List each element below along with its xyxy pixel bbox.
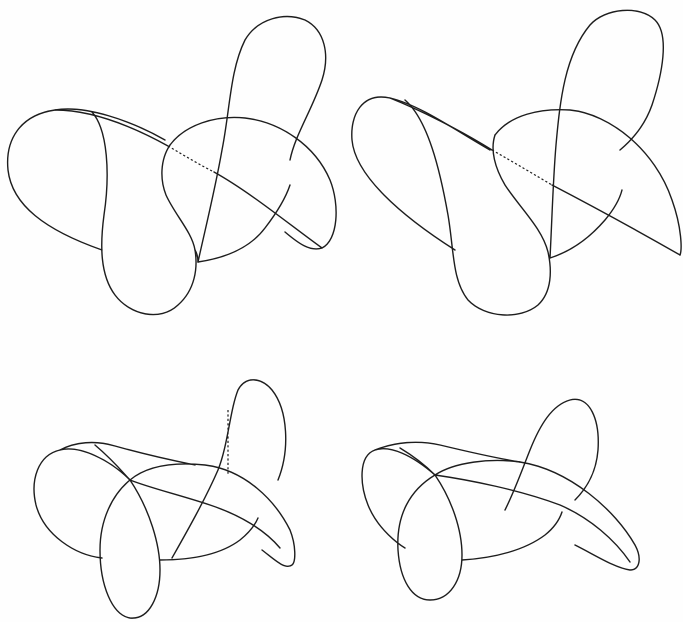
knot-top-right-right-lobe [495,110,681,255]
knot-top-left-hidden-strand [168,146,214,172]
knot-bottom-left-upper-loop [172,380,286,558]
knot-bottom-right-lower-lobe [398,475,462,600]
knot-bottom-left [34,380,295,618]
knot-bottom-right [362,399,639,600]
knot-bottom-left-right-lobe [130,464,295,566]
knot-bottom-left-lower-lobe [100,480,160,618]
knot-bottom-right-middle-arc [462,512,562,560]
knot-top-right-hidden-strand [492,150,552,185]
knot-top-right-upper-loop [550,10,663,258]
knot-top-left [8,17,336,315]
knot-top-right-diagonal-b [552,185,680,255]
knot-bottom-right-upper-loop [505,399,598,510]
knot-top-left-diagonal-a [55,110,168,146]
knot-bottom-right-top-arc [375,442,520,462]
knot-top-right-middle-arc [550,190,622,258]
knot-top-left-middle-arc [198,185,290,262]
knot-top-left-right-lobe [170,117,336,248]
knot-bottom-left-top-arc [60,443,195,465]
knot-top-left-diagonal-b [214,172,322,248]
knot-top-left-upper-loop [198,17,326,262]
knot-top-right-lower-loop [405,100,550,315]
knot-top-left-lower-loop [92,112,196,315]
knot-top-left-left-lobe [8,109,165,250]
knot-bottom-right-right-lobe [435,461,639,570]
knot-bottom-left-diagonal [95,445,280,548]
knot-top-right [352,10,681,315]
